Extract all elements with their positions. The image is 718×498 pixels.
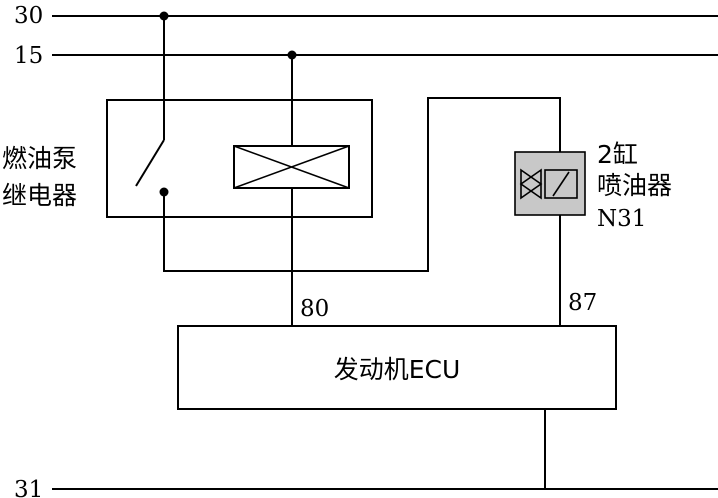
- injector-housing: [514, 151, 586, 216]
- injector-valve-icon-b: [519, 168, 542, 200]
- terminal-31-label: 31: [14, 477, 43, 498]
- injector-name-line1: 2缸: [597, 140, 638, 169]
- relay-coil-cross-b: [233, 145, 350, 189]
- ecu-pin-87-label: 87: [568, 290, 597, 316]
- injector-solenoid-slash: [552, 171, 570, 197]
- relay-switch-blade: [135, 139, 165, 187]
- injector-name-line2: 喷油器: [597, 171, 672, 200]
- relay-name-line1: 燃油泵: [2, 144, 77, 173]
- fuel-pump-relay-box: [106, 99, 373, 218]
- injector-name-line3: N31: [597, 206, 646, 232]
- engine-ecu-label: 发动机ECU: [334, 355, 461, 384]
- engine-ecu-box: [177, 325, 617, 410]
- terminal-30-label: 30: [14, 3, 43, 29]
- terminal-15-label: 15: [14, 43, 43, 69]
- relay-name-line2: 继电器: [2, 181, 77, 210]
- ecu-pin-80-label: 80: [300, 296, 329, 322]
- injector-solenoid-box: [544, 169, 578, 199]
- relay-output-wire: [163, 97, 561, 272]
